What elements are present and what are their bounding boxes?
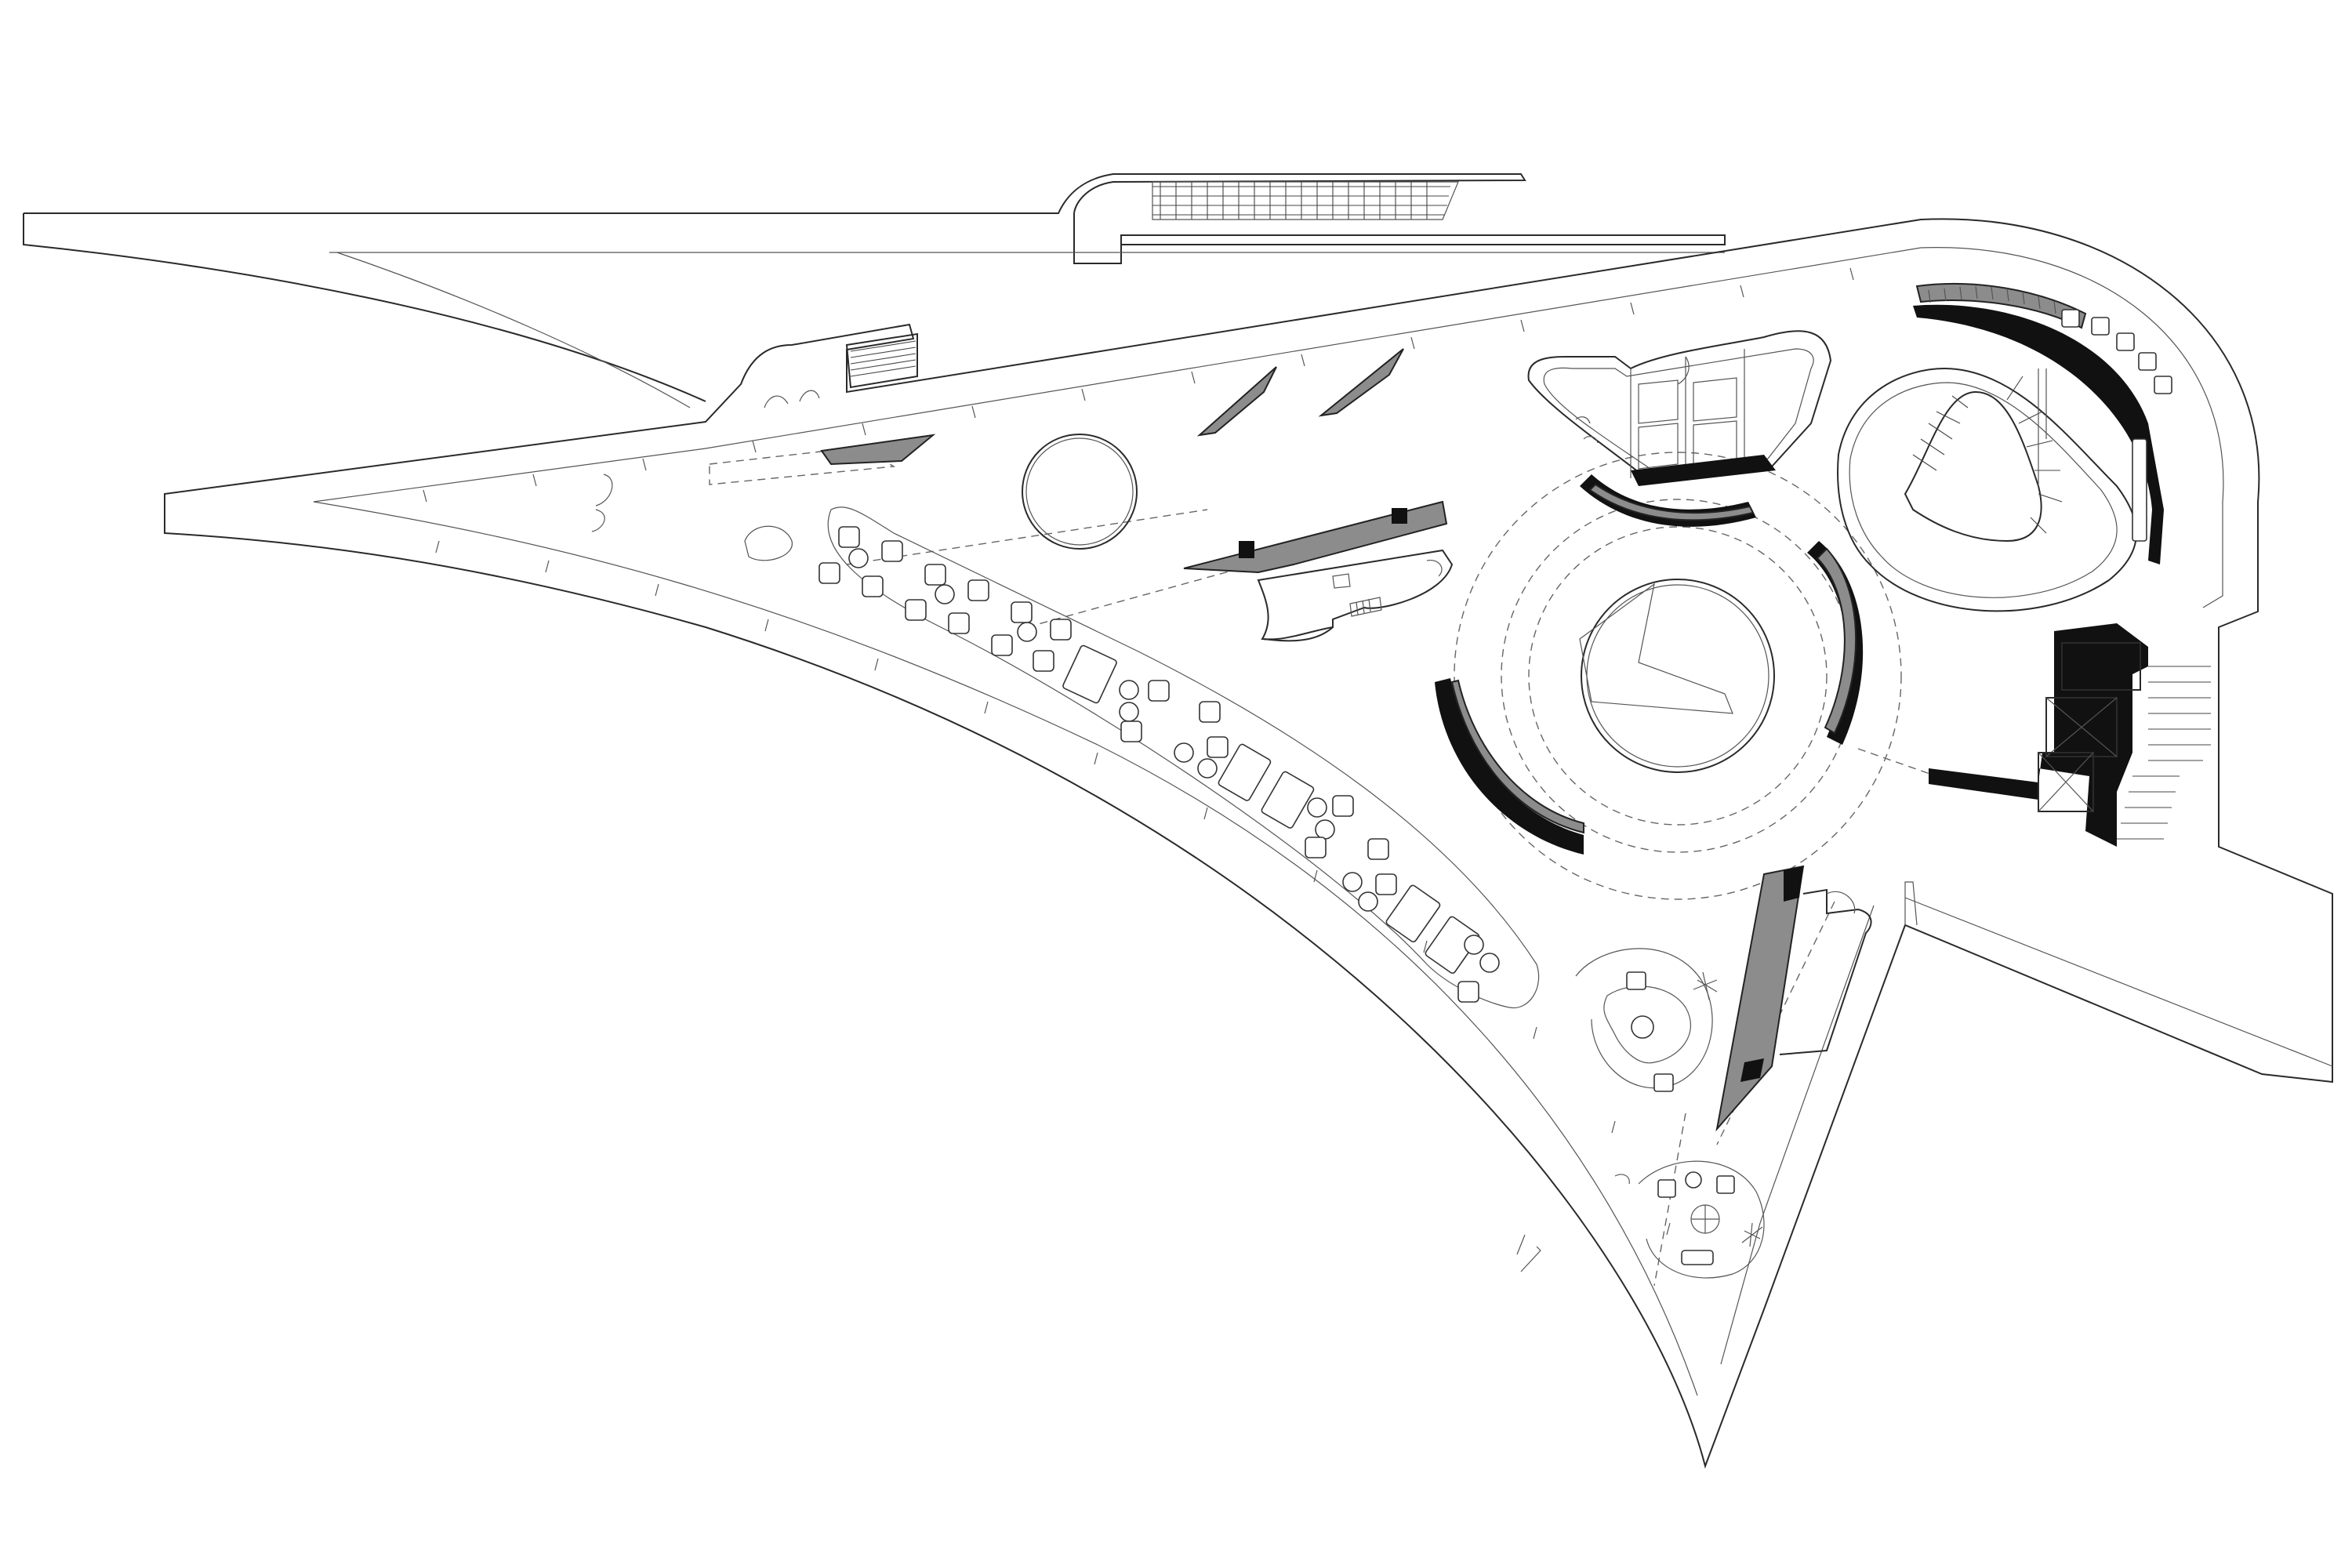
bar-counter (1183, 500, 1454, 642)
lounge-chairs (818, 526, 1500, 1003)
lower-lounge-1 (1516, 948, 1718, 1272)
entrance-stair (591, 332, 918, 532)
lower-lounge-2 (1614, 1160, 1765, 1279)
building-outline (164, 218, 2333, 1469)
curved-bar-upper-right (1913, 282, 2172, 564)
lower-service-wall (1715, 865, 1872, 1132)
circulation-paths (709, 446, 1937, 1287)
roof-fins (820, 348, 1404, 466)
round-skylight (1022, 434, 1138, 550)
upper-terrace (23, 173, 1726, 408)
upper-stair (1152, 182, 1450, 220)
service-core (1929, 623, 2211, 847)
facade-mullions (423, 267, 1854, 1236)
lounge-area (744, 506, 1540, 1009)
restroom-block (1527, 330, 1832, 527)
spiral-stair (1837, 367, 2137, 612)
central-rotunda (1435, 452, 1902, 900)
